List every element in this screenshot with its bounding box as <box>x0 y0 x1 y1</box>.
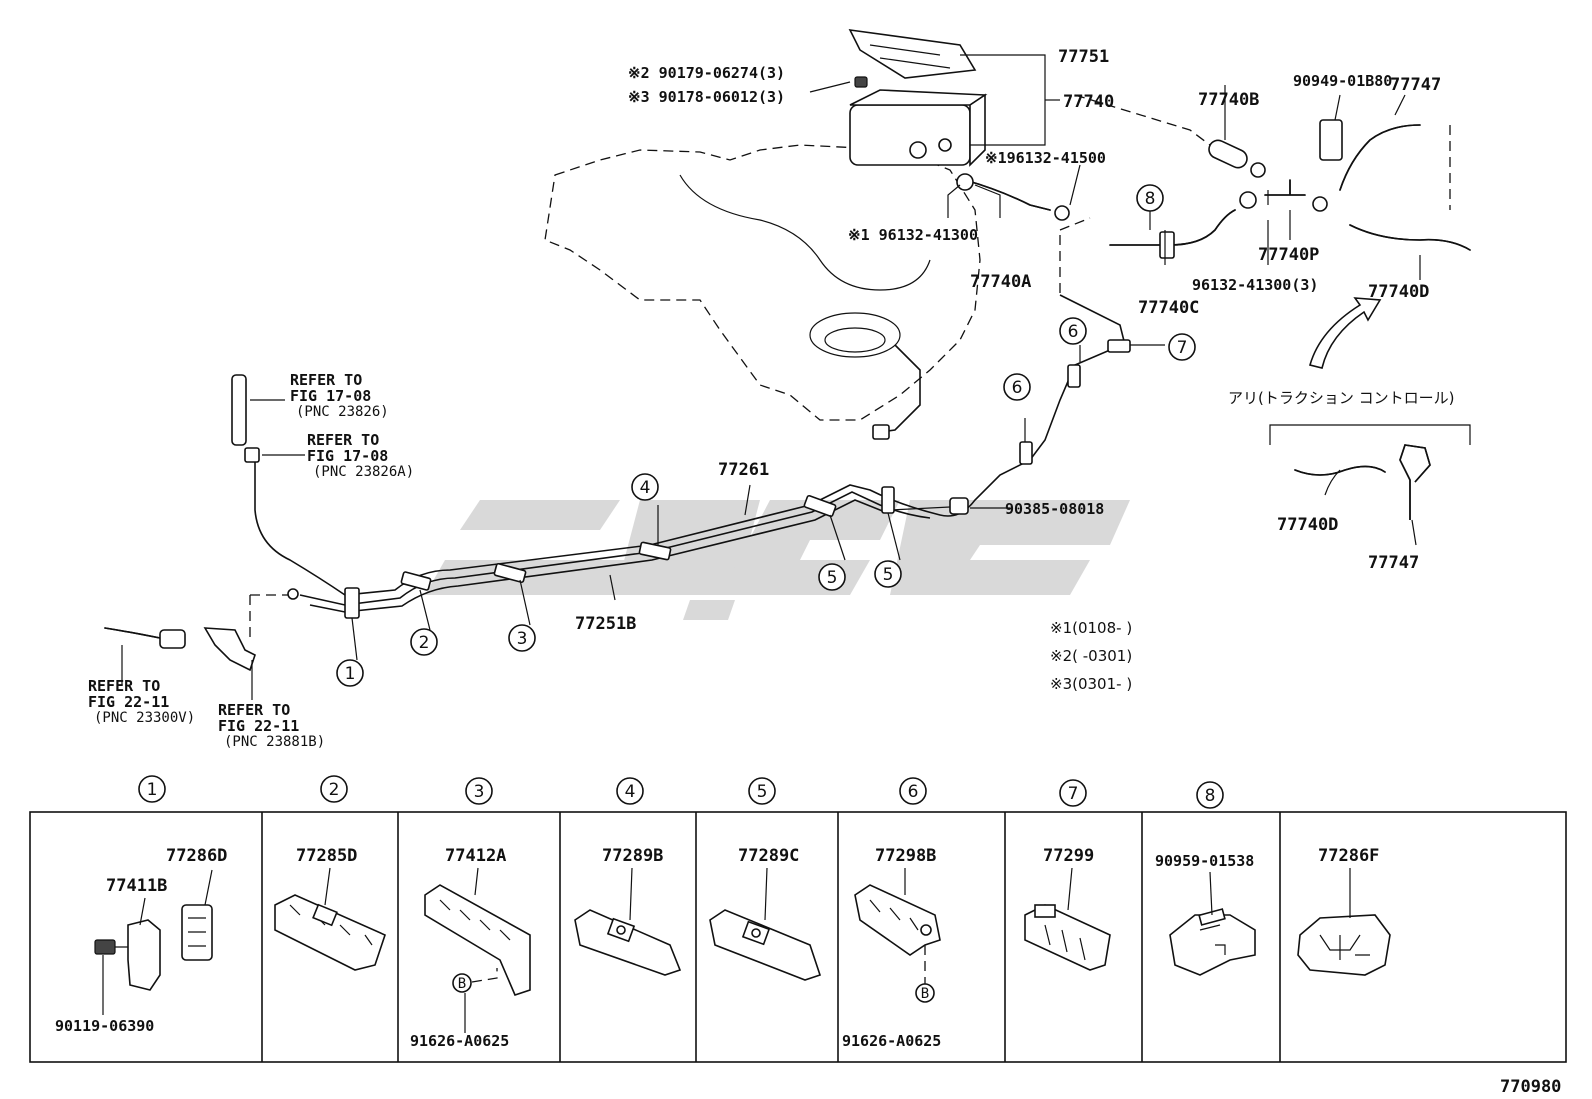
cell6-main-part: 77298B <box>875 846 936 866</box>
cell6-bolt: 91626-A0625 <box>842 1032 941 1050</box>
callout-5a: 5 <box>827 568 838 588</box>
ref1-line2: FIG 17-08 <box>290 387 371 405</box>
label-77751: 77751 <box>1058 47 1109 67</box>
cell5-main-part: 77289C <box>738 846 799 866</box>
cell7-main-part: 77299 <box>1043 846 1094 866</box>
label-note1-clip-41300: ※1 96132-41300 <box>848 226 978 244</box>
table-header-3: 3 <box>474 782 485 802</box>
ref1-line3: (PNC 23826) <box>296 404 389 420</box>
label-77740: 77740 <box>1063 92 1114 112</box>
fuel-tank-outline <box>544 144 981 440</box>
ref3-line2: FIG 22-11 <box>88 693 169 711</box>
callout-7: 7 <box>1177 338 1188 358</box>
label-option-traction-control: アリ(トラクション コントロール) <box>1228 389 1454 407</box>
cell1-bolt: 90119-06390 <box>55 1017 154 1035</box>
label-77740C: 77740C <box>1138 298 1199 318</box>
label-77747-option: 77747 <box>1368 553 1419 573</box>
table-header-6: 6 <box>908 782 919 802</box>
table-header-5: 5 <box>757 782 768 802</box>
leader-lines <box>121 54 1421 700</box>
callout-6b: 6 <box>1068 322 1079 342</box>
table-header-1: 1 <box>147 780 158 800</box>
cell8-main-part: 90959-01538 <box>1155 852 1254 870</box>
cell6-bolt-mark: B <box>921 986 929 1002</box>
label-note1-clip-41500: ※196132-41500 <box>985 149 1106 167</box>
label-90949: 90949-01B80 <box>1293 72 1392 90</box>
ref4-line3: (PNC 23881B) <box>224 734 325 750</box>
callout-8: 8 <box>1145 189 1156 209</box>
note-3: ※3(0301- ) <box>1050 675 1132 693</box>
table-header-4: 4 <box>625 782 636 802</box>
label-77740D-top: 77740D <box>1368 282 1429 302</box>
figure-id: 770980 <box>1500 1077 1561 1097</box>
label-96132-clip: 96132-41300(3) <box>1192 276 1318 294</box>
cell3-main-part: 77412A <box>445 846 506 866</box>
reference-labels: REFER TO FIG 17-08 (PNC 23826) REFER TO … <box>88 371 414 750</box>
label-note3-bolt: ※3 90178-06012(3) <box>628 88 785 106</box>
ref2-line1: REFER TO <box>307 431 379 449</box>
label-77251B: 77251B <box>575 614 636 634</box>
canister-hoses <box>956 94 1211 295</box>
table-header-8: 8 <box>1205 786 1216 806</box>
label-77740B: 77740B <box>1198 90 1259 110</box>
date-notes: ※1(0108- ) ※2( -0301) ※3(0301- ) <box>1050 619 1132 693</box>
line-clamps <box>344 339 1131 619</box>
cell2-main-part: 77285D <box>296 846 357 866</box>
callout-2: 2 <box>419 633 430 653</box>
fuel-lines <box>231 294 1126 640</box>
callout-3: 3 <box>517 629 528 649</box>
note-2: ※2( -0301) <box>1050 647 1132 665</box>
cell4-main-part: 77289B <box>602 846 663 866</box>
cell1-sub-part: 77411B <box>106 876 167 896</box>
label-note2-bolt: ※2 90179-06274(3) <box>628 64 785 82</box>
cell1-main-part: 77286D <box>166 846 227 866</box>
cell9-main-part: 77286F <box>1318 846 1379 866</box>
table-header-2: 2 <box>329 780 340 800</box>
charcoal-canister <box>848 29 988 167</box>
label-77740P: 77740P <box>1258 245 1319 265</box>
callout-1: 1 <box>345 664 356 684</box>
label-77740D-option: 77740D <box>1277 515 1338 535</box>
cell3-bolt-mark: B <box>458 976 466 992</box>
label-77747-top: 77747 <box>1390 75 1441 95</box>
callout-5b: 5 <box>883 565 894 585</box>
left-hoses <box>104 627 256 672</box>
label-90385: 90385-08018 <box>1005 500 1104 518</box>
ref2-line2: FIG 17-08 <box>307 447 388 465</box>
cell3-bolt: 91626-A0625 <box>410 1032 509 1050</box>
ref4-line1: REFER TO <box>218 701 290 719</box>
clamp-detail-table: 1 2 3 4 5 6 7 8 77286D 77411B 90119-0639… <box>29 775 1567 1063</box>
ref2-line3: (PNC 23826A) <box>313 464 414 480</box>
label-77740A: 77740A <box>970 272 1031 292</box>
ref4-line2: FIG 22-11 <box>218 717 299 735</box>
ref1-line1: REFER TO <box>290 371 362 389</box>
option-group <box>1269 297 1471 520</box>
ref3-line3: (PNC 23300V) <box>94 710 195 726</box>
label-77261: 77261 <box>718 460 769 480</box>
part-labels: 77751 77740 ※2 90179-06274(3) ※3 90178-0… <box>575 47 1454 634</box>
ref3-line1: REFER TO <box>88 677 160 695</box>
right-hose-group <box>1109 119 1471 259</box>
callout-4: 4 <box>640 478 651 498</box>
note-1: ※1(0108- ) <box>1050 619 1132 637</box>
table-header-7: 7 <box>1068 784 1079 804</box>
callouts: 1 2 3 4 5 5 6 6 7 8 <box>336 184 1196 687</box>
callout-6a: 6 <box>1012 378 1023 398</box>
